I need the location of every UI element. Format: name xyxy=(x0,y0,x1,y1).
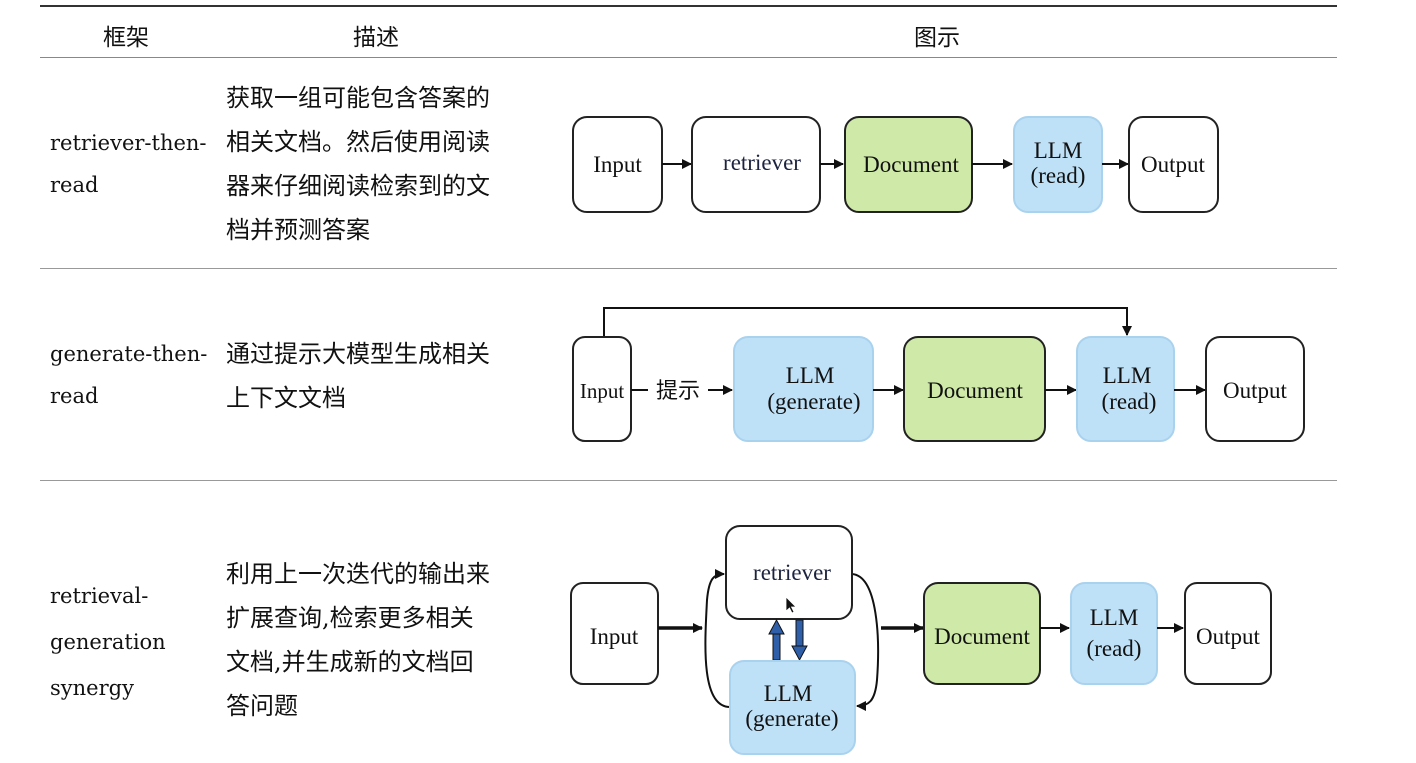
row3-sync-up-head xyxy=(768,618,785,635)
row2-llm-read-label-2: (read) xyxy=(1102,389,1157,414)
row2-llm-generate-label-2: (generate) xyxy=(767,389,860,414)
row1-description-line: 相关文档。然后使用阅读 xyxy=(226,128,490,156)
row1-diagram: Input retriever Document LLM (read) Outp… xyxy=(572,116,1219,213)
row3-description-line: 答问题 xyxy=(226,692,298,720)
row3-sync-down-shaft xyxy=(795,619,804,649)
row3-framework-line: synergy xyxy=(50,676,134,700)
row3-sync-down-head xyxy=(791,645,808,662)
top-rule xyxy=(40,5,1337,7)
row3-input-label: Input xyxy=(590,624,639,649)
row1-output-box xyxy=(1128,116,1219,213)
row1-input-label: Input xyxy=(593,152,642,177)
row3-diagram: Input retriever LLM (generate) Document … xyxy=(570,525,1272,755)
row2-llm-read-label-1: LLM xyxy=(1103,363,1152,388)
row2-skip-arrow xyxy=(603,307,1132,337)
row1-framework-line: read xyxy=(50,173,99,197)
mouse-cursor-icon xyxy=(785,596,797,614)
row1-description: 获取一组可能包含答案的 相关文档。然后使用阅读 器来仔细阅读检索到的文 档并预测… xyxy=(226,76,536,252)
row3-llm-generate-label-1: LLM xyxy=(764,681,813,706)
header-description: 描述 xyxy=(353,25,399,51)
row1-llm-read-label-1: LLM xyxy=(1034,138,1083,163)
row1-framework-line: retriever-then- xyxy=(50,131,207,155)
row3-loop-left xyxy=(704,569,731,708)
row2-llm-generate-label-1: LLM xyxy=(786,363,835,388)
row2-description: 通过提示大模型生成相关 上下文文档 xyxy=(226,332,536,420)
row3-llm-generate-label-2: (generate) xyxy=(745,706,838,731)
row3-description-line: 利用上一次迭代的输出来 xyxy=(226,560,490,588)
row1-description-line: 器来仔细阅读检索到的文 xyxy=(226,172,490,200)
row2-output-box xyxy=(1205,336,1305,442)
row3-llm-read-label-1: LLM xyxy=(1090,605,1139,630)
header-diagram: 图示 xyxy=(914,25,960,51)
row3-output-box xyxy=(1184,582,1272,685)
row2-framework-line: read xyxy=(50,384,99,408)
row2-description-line: 通过提示大模型生成相关 xyxy=(226,340,490,368)
row2-output-label: Output xyxy=(1223,378,1288,403)
row3-sync-arrows xyxy=(768,618,808,662)
row3-retriever-label: retriever xyxy=(753,560,831,585)
row3-description-line: 文档,并生成新的文档回 xyxy=(226,648,474,676)
row3-sync-up-shaft xyxy=(772,631,781,661)
row3-framework-line: generation xyxy=(50,630,166,654)
row1-rule xyxy=(40,268,1337,269)
row3-llm-read-box xyxy=(1070,582,1158,685)
row3-description-line: 扩展查询,检索更多相关 xyxy=(226,604,474,632)
row3-llm-read-label-2: (read) xyxy=(1087,636,1142,661)
row2-framework-line: generate-then- xyxy=(50,342,208,366)
row1-framework: retriever-then- read xyxy=(50,122,207,206)
row1-output-label: Output xyxy=(1141,152,1206,177)
row3-llm-generate-box xyxy=(729,660,856,755)
row3-framework-line: retrieval- xyxy=(50,584,149,608)
row3-description: 利用上一次迭代的输出来 扩展查询,检索更多相关 文档,并生成新的文档回 答问题 xyxy=(226,552,536,728)
row3-input-box xyxy=(570,582,659,685)
row1-llm-read-label-2: (read) xyxy=(1031,163,1086,188)
row3-document-box xyxy=(923,582,1041,685)
header-framework: 框架 xyxy=(103,25,149,51)
row2-framework: generate-then- read xyxy=(50,333,207,417)
row3-document-label: Document xyxy=(934,624,1030,649)
header-rule xyxy=(40,57,1337,58)
row3-retriever-box xyxy=(725,525,853,620)
row1-document-label: Document xyxy=(863,152,959,177)
row2-description-line: 上下文文档 xyxy=(226,384,346,412)
row2-prompt-label: 提示 xyxy=(656,379,700,404)
row1-description-line: 档并预测答案 xyxy=(226,216,370,244)
row2-document-label: Document xyxy=(927,378,1023,403)
row3-loop-right xyxy=(851,573,880,711)
row3-output-label: Output xyxy=(1196,624,1261,649)
row1-retriever-label: retriever xyxy=(723,150,801,175)
row1-description-line: 获取一组可能包含答案的 xyxy=(226,84,490,112)
row2-input-label: Input xyxy=(580,379,624,403)
row3-framework: retrieval- generation synergy xyxy=(50,573,166,711)
row2-diagram: Input 提示 LLM (generate) Document LLM (re… xyxy=(572,307,1305,442)
row2-rule xyxy=(40,480,1337,481)
